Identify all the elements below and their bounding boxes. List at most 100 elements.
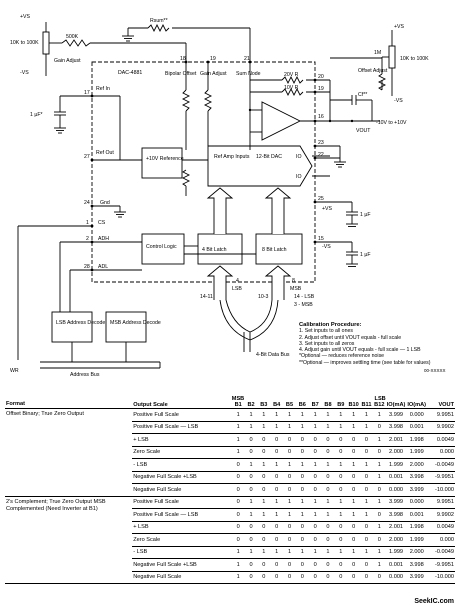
bit-cell: 0 — [283, 533, 296, 547]
bit-cell: 0 — [334, 533, 348, 547]
bits-14lsb-label: 14 - LSB — [294, 294, 315, 300]
bit-cell: 1 — [347, 421, 361, 434]
bit-cell: 0 — [308, 571, 322, 584]
vs-pos-left-label: +VS — [20, 14, 30, 20]
bit-cell: 0 — [308, 521, 322, 534]
bit-cell: 0 — [334, 483, 348, 497]
bit-cell: 0 — [283, 571, 296, 584]
bit-cell: 1 — [360, 508, 373, 522]
vout-cell: -10.000 — [427, 571, 455, 584]
io-bar-cell: 1.998 — [406, 521, 428, 534]
bit-cell: 0 — [257, 533, 271, 547]
output-scale-cell: Negative Full Scale — [132, 483, 232, 497]
bit-cell: 0 — [270, 433, 284, 447]
site-credit: SeekIC.com — [414, 598, 454, 605]
bit-cell: 0 — [372, 508, 386, 522]
bit-cell: 0 — [295, 558, 309, 572]
bit-cell: 1 — [283, 508, 296, 522]
ref-in-label: Ref In — [96, 86, 110, 92]
bit-cell: 0 — [308, 446, 322, 459]
io-cell: 0.000 — [385, 571, 407, 584]
bit-cell: 0 — [347, 446, 361, 459]
adh-label: ADH — [98, 236, 109, 242]
pin27-label: 27 — [84, 154, 90, 160]
gain-adjust-pin-label: Gain Adjust — [200, 71, 227, 77]
calibration-notes: Calibration Procedure: 1. Set inputs to … — [299, 322, 459, 366]
bit-cell: 1 — [231, 546, 245, 559]
bit-cell: 1 — [308, 546, 322, 559]
io-cell: 0.001 — [385, 558, 407, 572]
bit-cell: 0 — [283, 483, 296, 497]
bit-cell: 1 — [283, 496, 296, 509]
pin15-label: 15 — [318, 236, 324, 242]
bits-14-11-label: 14-11 — [200, 294, 213, 300]
output-scale-cell: - LSB — [132, 458, 232, 472]
header-lsb: LSB — [374, 396, 386, 402]
io-bar-cell: 3.999 — [406, 483, 428, 497]
bit-cell: 1 — [231, 408, 245, 422]
table-group: 2's Complement; True Zero Output MSB Com… — [5, 496, 455, 584]
pin1-label: 1 — [86, 220, 89, 226]
bit-cell: 1 — [360, 408, 373, 422]
bit-header: B6 — [298, 402, 306, 408]
bit-cell: 1 — [347, 496, 361, 509]
vout-cell: 9.9902 — [427, 508, 455, 522]
io-bar-cell: 1.998 — [406, 433, 428, 447]
vout-cell: -0.0049 — [427, 458, 455, 472]
bit-cell: 0 — [372, 533, 386, 547]
io-bar-cell: 3.998 — [406, 471, 428, 484]
pin19-label: 19 — [318, 86, 324, 92]
vout-range-label: -10V to +10V — [376, 120, 407, 126]
vout-cell: -10.000 — [427, 483, 455, 497]
latch8-label: 8 Bit Latch — [262, 247, 287, 253]
bit-cell: 1 — [321, 546, 335, 559]
bit-cell: 0 — [372, 446, 386, 459]
io-bar-cell: 0.001 — [406, 421, 428, 434]
pin21-label: 21 — [244, 56, 250, 62]
bit-cell: 0 — [347, 433, 361, 447]
bit-cell: 0 — [347, 483, 361, 497]
bit-header: B11 — [361, 402, 372, 408]
bit-cell: 1 — [321, 458, 335, 472]
bit-cell: 1 — [244, 508, 258, 522]
bit-header: B1 — [234, 402, 242, 408]
pin24-label: 24 — [84, 200, 90, 206]
bit-cell: 0 — [270, 533, 284, 547]
bit-cell: 0 — [231, 496, 245, 509]
vs-neg-right-label: -VS — [394, 98, 403, 104]
calibration-note: **Optional — improves settling time (see… — [299, 359, 431, 366]
bit-cell: 1 — [295, 458, 309, 472]
bit-cell: 0 — [360, 433, 373, 447]
calibration-step: 2. Adjust offset until VOUT equals - ful… — [299, 334, 402, 341]
bit-cell: 0 — [347, 571, 361, 584]
bit-cell: 0 — [231, 483, 245, 497]
pin25-label: 25 — [318, 196, 324, 202]
n4-label: 4 — [236, 278, 239, 284]
bit-cell: 0 — [360, 446, 373, 459]
bit-cell: 1 — [360, 496, 373, 509]
adl-label: ADL — [98, 264, 108, 270]
bit-cell: 1 — [321, 421, 335, 434]
cap-1uf-label: 1 µF* — [30, 112, 43, 118]
bit-cell: 1 — [295, 408, 309, 422]
output-scale-cell: Negative Full Scale +LSB — [132, 471, 232, 484]
bit-cell: 0 — [283, 558, 296, 572]
bit-cell: 0 — [244, 533, 258, 547]
io-cell: 3.999 — [385, 408, 407, 422]
bit-cell: 0 — [283, 446, 296, 459]
bits-10-3-label: 10-3 — [258, 294, 268, 300]
bit-cell: 1 — [244, 421, 258, 434]
vs-d-label: -VS — [322, 244, 331, 250]
pin19-top-label: 19 — [210, 56, 216, 62]
bit-cell: 1 — [372, 408, 386, 422]
ref10-label: +10V Reference — [146, 156, 184, 162]
io-cell: 1.999 — [385, 458, 407, 472]
bit-cell: 0 — [270, 471, 284, 484]
bit-cell: 1 — [334, 458, 348, 472]
